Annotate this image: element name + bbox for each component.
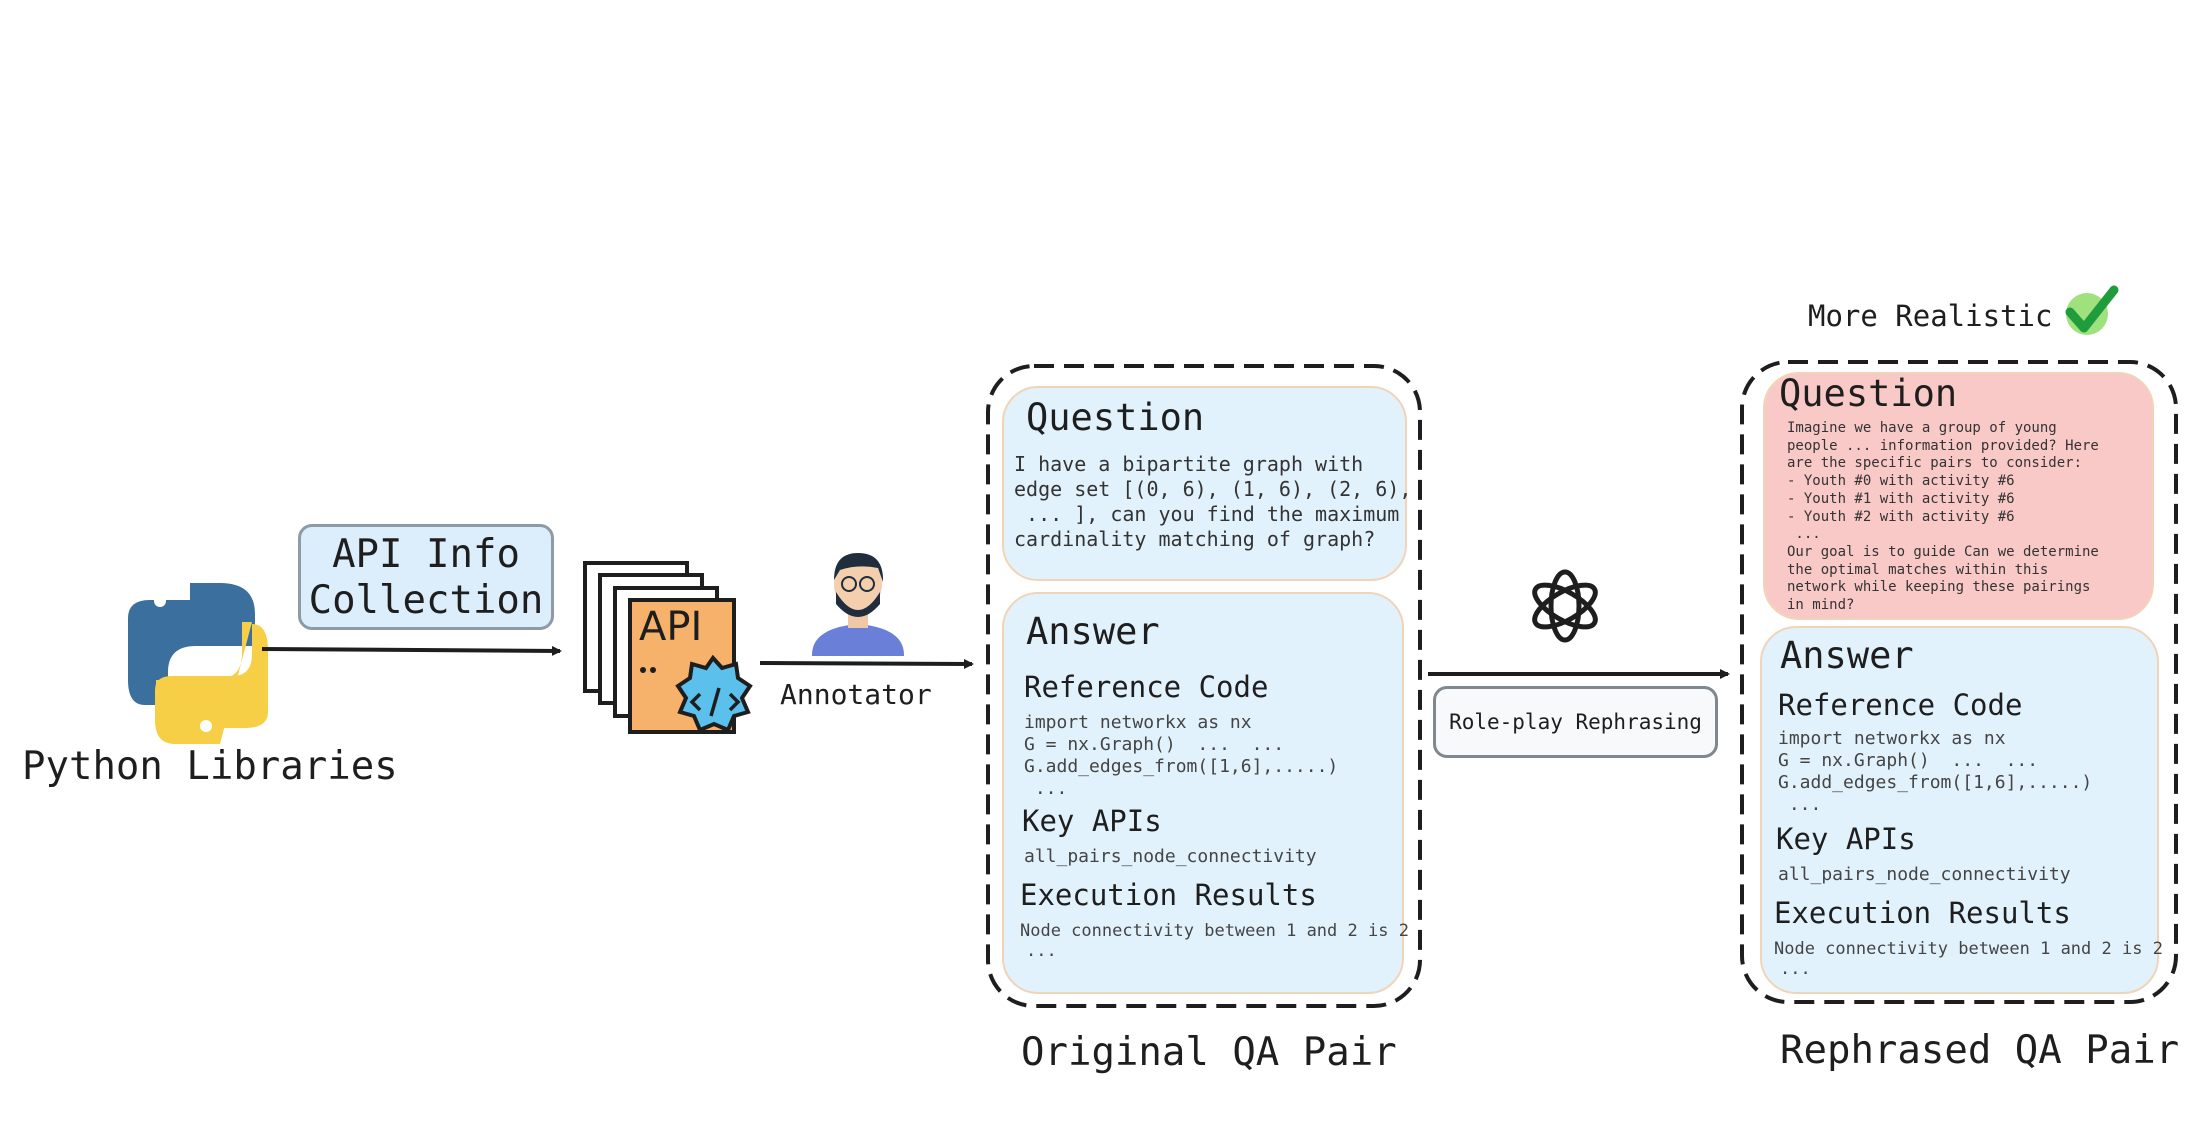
rephrased-question-title: Question — [1779, 372, 1958, 415]
python-logo-icon — [128, 583, 268, 744]
rephrased-question-line: network while keeping these pairings — [1787, 579, 2091, 596]
rephrased-key-apis-title: Key APIs — [1776, 822, 1916, 856]
api-icon-label: API — [639, 604, 703, 650]
rephrased-answer-title: Answer — [1780, 634, 1914, 677]
original-execution-results-title: Execution Results — [1020, 878, 1317, 912]
rephrased-question-line: - Youth #0 with activity #6 — [1787, 473, 2015, 490]
rephrased-question-line: are the specific pairs to consider: — [1787, 455, 2083, 472]
llm-logo-icon — [1532, 569, 1598, 643]
rephrased-execution-line: ... — [1780, 959, 1811, 979]
python-libraries-label: Python Libraries — [22, 744, 398, 789]
original-question-title: Question — [1026, 396, 1205, 439]
rephrased-question-line: ... — [1787, 526, 1821, 543]
rephrased-question-card: Question Imagine we have a group of youn… — [1763, 372, 2154, 620]
rephrased-qa-frame — [1740, 360, 2178, 1004]
rephrased-question-line: in mind? — [1787, 597, 1855, 613]
rephrased-execution-line: Node connectivity between 1 and 2 is 2 — [1774, 939, 2163, 959]
api-box-line-2: Collection — [308, 578, 544, 623]
rephrased-code-line: G.add_edges_from([1,6],.....) — [1778, 772, 2093, 793]
rephrased-execution-results-title: Execution Results — [1774, 896, 2071, 930]
original-answer-title: Answer — [1026, 610, 1160, 653]
check-icon — [2065, 285, 2119, 335]
original-question-line: ... ], can you find the maximum — [1014, 502, 1400, 526]
rephrased-code-line: ... — [1778, 794, 1822, 815]
api-box-line-1: API Info — [332, 532, 520, 577]
original-qa-frame — [986, 364, 1422, 1008]
rephrased-qa-caption: Rephrased QA Pair — [1780, 1028, 2180, 1073]
original-qa-caption: Original QA Pair — [1021, 1030, 1397, 1075]
rephrased-question-line: Imagine we have a group of young — [1787, 420, 2057, 436]
api-document-icon — [583, 561, 753, 734]
original-execution-line: Node connectivity between 1 and 2 is 2 — [1020, 921, 1409, 941]
rephrased-reference-code-title: Reference Code — [1778, 688, 2023, 722]
rephrased-question-line: - Youth #1 with activity #6 — [1787, 490, 2015, 507]
original-question-card: Question I have a bipartite graph with e… — [1002, 386, 1411, 581]
annotator-avatar-icon — [812, 553, 904, 656]
original-code-line: import networkx as nx — [1024, 712, 1252, 733]
original-key-apis-title: Key APIs — [1022, 804, 1162, 838]
original-code-line: ... — [1024, 778, 1068, 799]
more-realistic-badge: More Realistic — [1808, 299, 2053, 333]
original-reference-code-title: Reference Code — [1024, 670, 1269, 704]
rephrased-code-line: import networkx as nx — [1778, 728, 2006, 749]
rephrased-question-line: people ... information provided? Here — [1787, 437, 2099, 454]
original-answer-card: Answer Reference Code import networkx as… — [1002, 592, 1409, 994]
rephrased-code-line: G = nx.Graph() ... ... — [1778, 750, 2039, 771]
original-question-line: cardinality matching of graph? — [1014, 527, 1376, 551]
original-execution-line: ... — [1026, 941, 1057, 961]
rephrased-question-line: - Youth #2 with activity #6 — [1787, 508, 2015, 525]
original-key-api-value: all_pairs_node_connectivity — [1024, 846, 1317, 867]
api-info-collection-box: API Info Collection — [298, 524, 554, 630]
rephrased-question-line: Our goal is to guide Can we determine — [1787, 543, 2099, 560]
original-question-line: edge set [(0, 6), (1, 6), (2, 6), — [1014, 477, 1412, 501]
original-question-line: I have a bipartite graph with — [1014, 452, 1364, 476]
annotator-label: Annotator — [780, 678, 932, 711]
rephrased-question-line: the optimal matches within this — [1787, 561, 2049, 578]
role-play-rephrasing-box: Role-play Rephrasing — [1433, 686, 1718, 758]
original-code-line: G.add_edges_from([1,6],.....) — [1024, 756, 1339, 777]
original-code-line: G = nx.Graph() ... ... — [1024, 734, 1285, 755]
rephrased-key-api-value: all_pairs_node_connectivity — [1778, 864, 2071, 885]
rephrased-answer-card: Answer Reference Code import networkx as… — [1760, 626, 2163, 994]
